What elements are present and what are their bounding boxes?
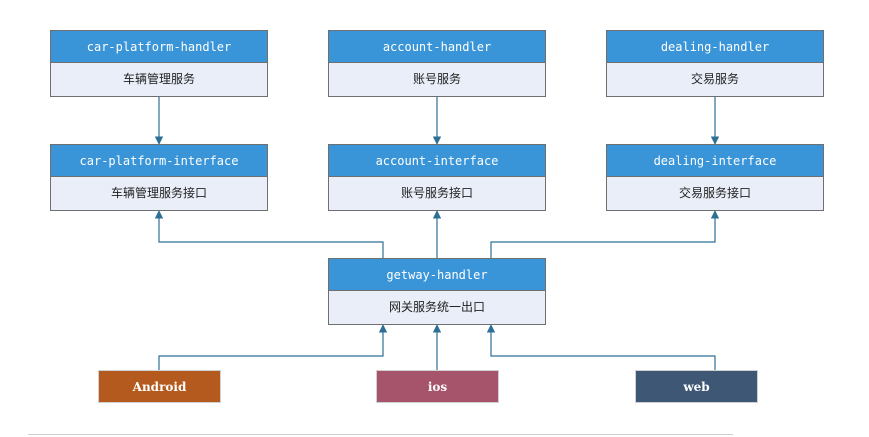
web-client-node: web xyxy=(635,370,758,403)
dealing-interface-node: dealing-interface 交易服务接口 xyxy=(606,144,824,211)
node-description: 网关服务统一出口 xyxy=(388,300,485,314)
node-title: account-interface xyxy=(329,145,545,177)
car-platform-interface-node: car-platform-interface 车辆管理服务接口 xyxy=(50,144,268,211)
connector-gateway-to-car-interface xyxy=(154,210,384,258)
dealing-handler-node: dealing-handler 交易服务 xyxy=(606,30,824,97)
node-description: 账号服务接口 xyxy=(400,186,473,200)
connector-web-to-gateway xyxy=(486,324,716,370)
bottom-divider xyxy=(28,434,733,435)
connector-android-to-gateway xyxy=(158,324,388,370)
node-description: 车辆管理服务 xyxy=(122,72,195,86)
node-description: 交易服务接口 xyxy=(678,186,751,200)
node-title: dealing-interface xyxy=(607,145,823,177)
connector-gateway-to-dealing-interface xyxy=(490,210,720,258)
node-title: dealing-handler xyxy=(607,31,823,63)
node-title: account-handler xyxy=(329,31,545,63)
ios-client-node: ios xyxy=(376,370,499,403)
node-description: 账号服务 xyxy=(412,72,461,86)
node-description: 交易服务 xyxy=(690,72,739,86)
account-handler-node: account-handler 账号服务 xyxy=(328,30,546,97)
node-title: car-platform-handler xyxy=(51,31,267,63)
node-title: car-platform-interface xyxy=(51,145,267,177)
account-interface-node: account-interface 账号服务接口 xyxy=(328,144,546,211)
node-description: 车辆管理服务接口 xyxy=(110,186,207,200)
getway-handler-node: getway-handler 网关服务统一出口 xyxy=(328,258,546,325)
car-platform-handler-node: car-platform-handler 车辆管理服务 xyxy=(50,30,268,97)
node-title: getway-handler xyxy=(329,259,545,291)
android-client-node: Android xyxy=(98,370,221,403)
